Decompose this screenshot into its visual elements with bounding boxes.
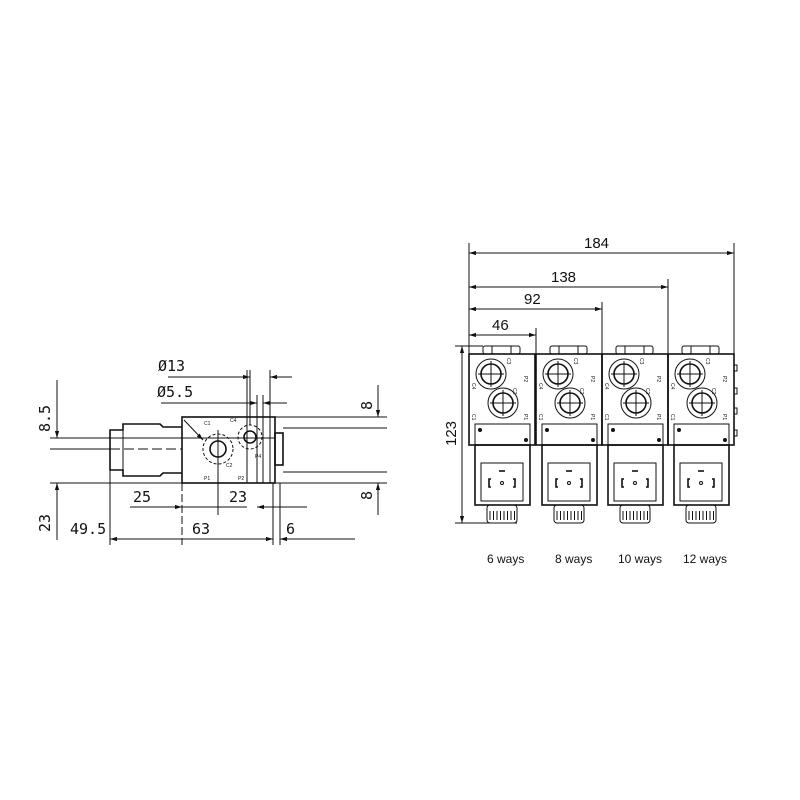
coil-cap: [541, 423, 598, 446]
port-label-p4: P4: [255, 454, 261, 460]
port-c2-circle: [202, 433, 234, 465]
dim-8-bottom: 8: [358, 491, 376, 500]
port-label-c3: C3: [638, 358, 644, 365]
port-label-c4: C4: [230, 418, 237, 424]
connector: [547, 462, 591, 502]
valve-body: [181, 416, 276, 484]
knurled-nut: [486, 504, 518, 524]
coil-cap: [673, 423, 730, 446]
connector: [679, 462, 723, 502]
dim-63: 63: [192, 520, 210, 538]
dim-dia13: Ø13: [158, 357, 185, 375]
port-label-p2: P2: [721, 376, 727, 382]
port-label-c1: C1: [470, 414, 476, 421]
port-label-c4: C4: [669, 383, 675, 390]
port-label-c3: C3: [505, 358, 511, 365]
port-label-c2: C2: [710, 388, 716, 395]
plug: [274, 432, 284, 466]
dim-8-5: 8.5: [36, 405, 54, 432]
dim-46: 46: [492, 317, 509, 334]
top-nut: [482, 345, 521, 355]
port-label-p2: P2: [589, 376, 595, 382]
port-circle: [554, 387, 586, 419]
port-label-c2: C2: [644, 388, 650, 395]
top-nut: [681, 345, 720, 355]
coil-cap: [607, 423, 664, 446]
port-label-c2: C2: [511, 388, 517, 395]
connector: [480, 462, 524, 502]
port-circle: [620, 387, 652, 419]
port-label-c1: C1: [603, 414, 609, 421]
port-label-c4: C4: [470, 383, 476, 390]
dim-23-vertical: 23: [36, 514, 54, 532]
top-nut: [615, 345, 654, 355]
port-circle: [542, 358, 574, 390]
port-label-p1: P1: [721, 414, 727, 420]
dim-8-top: 8: [358, 401, 376, 410]
port-label-p1: P1: [204, 476, 210, 482]
coil-housing: [607, 444, 664, 506]
dim-25: 25: [133, 488, 151, 506]
dim-138: 138: [551, 269, 576, 286]
port-label-p1: P1: [522, 414, 528, 420]
dim-6: 6: [286, 520, 295, 538]
port-label-c2: C2: [578, 388, 584, 395]
port-label-c4: C4: [537, 383, 543, 390]
port-label-c1: C1: [204, 421, 211, 427]
dim-dia5-5: Ø5.5: [157, 383, 193, 401]
variant-label-12-ways: 12 ways: [683, 552, 727, 566]
coil-housing: [474, 444, 531, 506]
knurled-nut: [685, 504, 717, 524]
coil-cap: [474, 423, 531, 446]
dim-23-horizontal: 23: [229, 488, 247, 506]
side-view: C1 C4 C2 P1 P2 P4 Ø13 Ø5.5 8.5 23 8 8: [36, 357, 387, 545]
knurled-nut: [553, 504, 585, 524]
port-label-c1: C1: [537, 414, 543, 421]
variant-label-6-ways: 6 ways: [487, 552, 524, 566]
dim-49-5: 49.5: [70, 520, 106, 538]
dim-123: 123: [443, 421, 460, 446]
coil-housing: [541, 444, 598, 506]
port-label-p1: P1: [655, 414, 661, 420]
solenoid-tube: [109, 423, 182, 477]
port-label-p1: P1: [589, 414, 595, 420]
port-label-c3: C3: [572, 358, 578, 365]
port-circle: [475, 358, 507, 390]
port-circle: [487, 387, 519, 419]
variant-label-8-ways: 8 ways: [555, 552, 592, 566]
connector: [613, 462, 657, 502]
port-label-p2: P2: [522, 376, 528, 382]
dim-92: 92: [524, 291, 541, 308]
port-circle: [608, 358, 640, 390]
port-circle: [674, 358, 706, 390]
port-label-c3: C3: [704, 358, 710, 365]
port-label-c1: C1: [669, 414, 675, 421]
port-label-c2: C2: [226, 463, 233, 469]
top-nut: [549, 345, 588, 355]
port-c4-circle: [237, 424, 263, 450]
port-label-p2: P2: [238, 476, 244, 482]
coil-housing: [673, 444, 730, 506]
knurled-nut: [619, 504, 651, 524]
port-label-p2: P2: [655, 376, 661, 382]
variant-label-10-ways: 10 ways: [618, 552, 662, 566]
port-label-c4: C4: [603, 383, 609, 390]
port-circle: [686, 387, 718, 419]
dim-184: 184: [584, 235, 609, 252]
